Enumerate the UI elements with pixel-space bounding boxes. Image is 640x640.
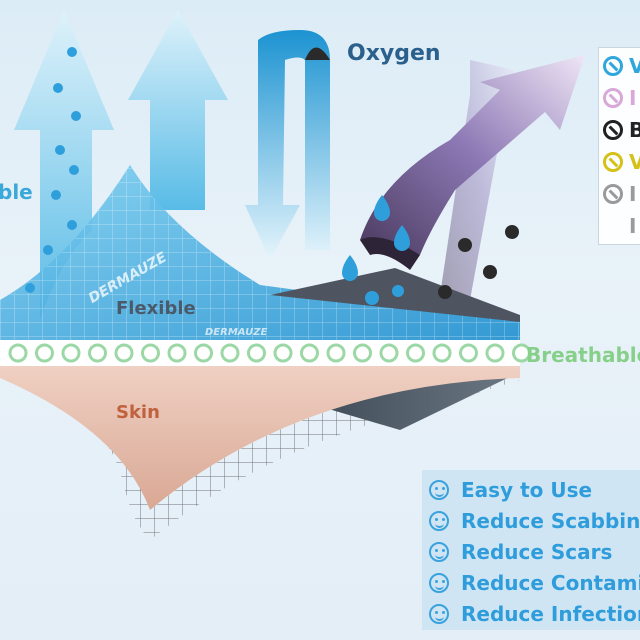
- bead: [326, 343, 346, 363]
- benefit-item: Reduce Scabbing: [429, 509, 640, 533]
- benefit-text: Reduce Scabbing: [461, 509, 640, 533]
- prohibited-icon: [603, 152, 623, 172]
- bead: [141, 343, 160, 363]
- droplets: [25, 47, 410, 305]
- bead: [114, 343, 134, 363]
- bead: [459, 343, 478, 363]
- bead: [194, 343, 213, 363]
- oxygen-arrow: [245, 30, 330, 260]
- purple-arrow: [360, 55, 585, 255]
- bead: [300, 343, 319, 363]
- prohibited-icon: [603, 120, 623, 140]
- benefit-item: Reduce Scars: [429, 540, 612, 564]
- prohibited-icon: [603, 56, 623, 76]
- benefit-text: Reduce Infection: [461, 602, 640, 626]
- smiley-icon: [429, 542, 449, 562]
- legend-item: I: [603, 182, 636, 206]
- water-arrow-left: [14, 10, 114, 320]
- bead: [512, 343, 531, 363]
- benefit-item: Easy to Use: [429, 478, 592, 502]
- benefit-text: Easy to Use: [461, 478, 593, 502]
- legend-item: I: [603, 214, 636, 238]
- flexible-label: Flexible: [116, 298, 196, 319]
- skin-layer: [0, 362, 520, 510]
- bead: [61, 343, 81, 363]
- bead: [35, 343, 54, 363]
- bacteria: [438, 225, 519, 299]
- legend-item: V: [603, 54, 640, 78]
- benefit-text: Reduce Contami: [461, 571, 640, 595]
- bead: [353, 343, 372, 363]
- legend-item-label: I: [629, 86, 637, 110]
- bead: [247, 343, 266, 363]
- left-edge-label: ble: [0, 180, 33, 204]
- water-arrow-right: [128, 10, 228, 210]
- legend-item-label: B: [629, 118, 640, 142]
- oxygen-label: Oxygen: [347, 41, 441, 66]
- legend-item: I: [603, 86, 636, 110]
- legend-panel: V I B V I I: [598, 47, 640, 245]
- benefit-text: Reduce Scars: [461, 540, 613, 564]
- smiley-icon: [429, 511, 449, 531]
- bead: [432, 343, 452, 363]
- legend-item-label: V: [629, 150, 640, 174]
- breathable-label: Breathable: [526, 343, 640, 367]
- bead: [220, 343, 240, 363]
- benefit-item: Reduce Contami: [429, 571, 640, 595]
- bead: [379, 343, 399, 363]
- legend-item-label: I: [629, 214, 637, 238]
- bead: [406, 343, 425, 363]
- legend-item: V: [603, 150, 640, 174]
- smiley-icon: [429, 480, 449, 500]
- bead: [485, 343, 505, 363]
- bead: [88, 343, 107, 363]
- smiley-icon: [429, 604, 449, 624]
- bead: [8, 343, 28, 363]
- legend-item: B: [603, 118, 640, 142]
- prohibited-icon: [603, 184, 623, 204]
- benefit-item: Reduce Infection: [429, 602, 640, 626]
- brand-watermark-small: DERMAUZE: [205, 327, 268, 338]
- skin-label: Skin: [116, 402, 160, 423]
- bead-row: [8, 343, 531, 363]
- benefits-panel: Easy to Use Reduce Scabbing Reduce Scars…: [422, 470, 640, 630]
- legend-item-label: I: [629, 182, 637, 206]
- bead: [167, 343, 187, 363]
- smiley-icon: [429, 573, 449, 593]
- prohibited-icon: [603, 88, 623, 108]
- bead: [273, 343, 293, 363]
- legend-item-label: V: [629, 54, 640, 78]
